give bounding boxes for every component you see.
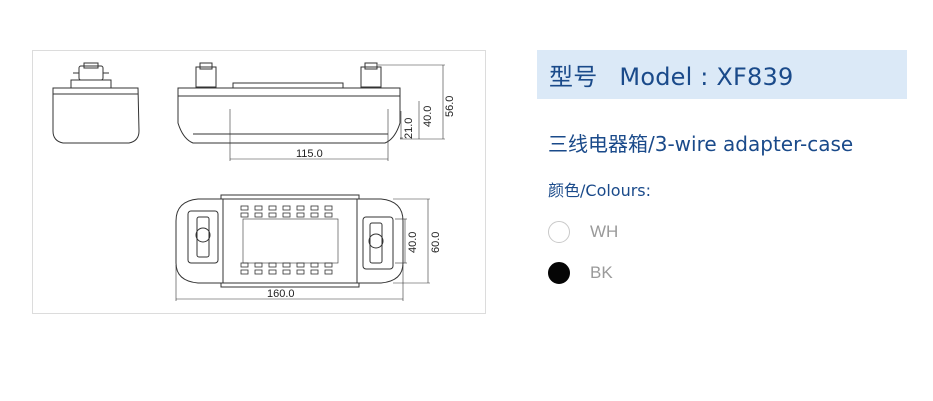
- top-view: [175, 194, 404, 288]
- side-view: [52, 62, 140, 144]
- colour-option-wh[interactable]: WH: [548, 221, 618, 243]
- dim-w-total: 60.0: [430, 232, 442, 253]
- dim-len-total: 160.0: [267, 288, 295, 300]
- colour-option-bk[interactable]: BK: [548, 262, 613, 284]
- model-label-en: Model : XF839: [619, 63, 794, 91]
- white-swatch-icon: [548, 221, 570, 243]
- drawing-svg: 115.0 21.0 40.0 56.0 40.0 60.0 160.0: [52, 62, 456, 301]
- model-title: 型号 Model : XF839: [549, 57, 793, 92]
- dim-h-body: 40.0: [422, 106, 434, 127]
- colours-label: 颜色/Colours:: [548, 181, 652, 200]
- technical-drawing: 115.0 21.0 40.0 56.0 40.0 60.0 160.0: [32, 50, 486, 314]
- front-view: [177, 62, 445, 161]
- dim-h-total: 56.0: [444, 96, 456, 117]
- dim-len-inner: 115.0: [296, 148, 323, 160]
- colour-code: BK: [590, 263, 613, 282]
- dim-w-inner: 40.0: [407, 232, 419, 253]
- black-swatch-icon: [548, 262, 570, 284]
- top-dims: [175, 198, 430, 301]
- product-subtitle: 三线电器箱/3-wire adapter-case: [548, 132, 854, 156]
- model-label-cn: 型号: [549, 63, 598, 91]
- colour-code: WH: [590, 222, 619, 241]
- model-title-bar: 型号 Model : XF839: [537, 50, 907, 99]
- slot-rows: [240, 205, 333, 275]
- dim-h-base: 21.0: [403, 118, 415, 139]
